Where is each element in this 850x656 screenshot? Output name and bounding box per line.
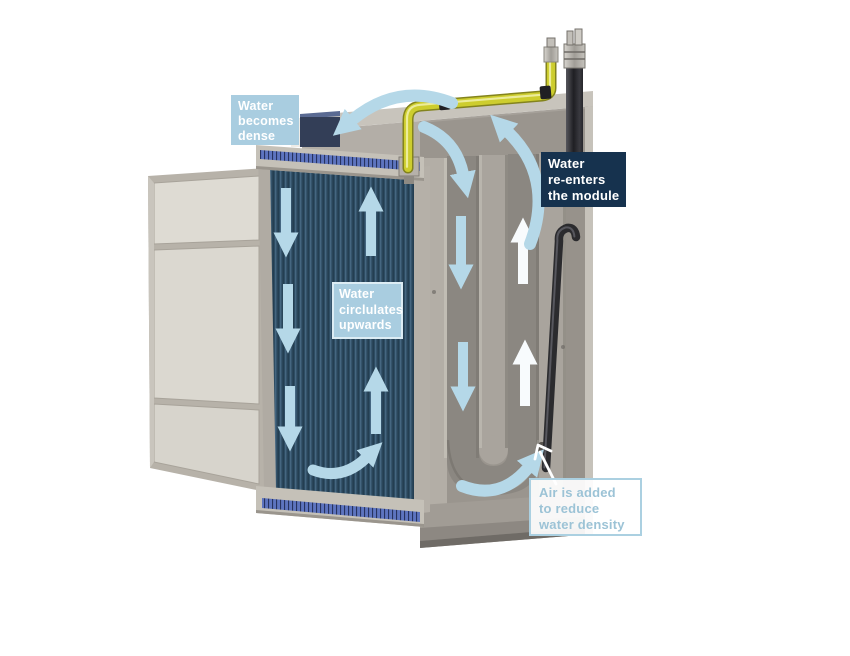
- aerator-strip: [262, 498, 420, 522]
- pipe-clamp: [539, 85, 552, 100]
- label-line: the module: [548, 188, 620, 203]
- label-line: dense: [238, 129, 276, 143]
- outlet-box: [300, 117, 340, 147]
- label-line: Water: [548, 156, 585, 171]
- label-line: Water: [238, 99, 274, 113]
- curved-arrow-icon: [418, 121, 476, 199]
- label-line: becomes: [238, 114, 294, 128]
- label-line: Water: [339, 287, 375, 301]
- air-supply-pipe: [563, 28, 586, 158]
- label-water-re-enters: Water re-enters the module: [541, 152, 626, 207]
- label-line: re-enters: [548, 172, 606, 187]
- air-drop-pipe: [541, 223, 581, 473]
- downcomer-channel: [447, 156, 479, 462]
- label-line: upwards: [339, 318, 392, 332]
- membrane-footer: [256, 486, 424, 527]
- label-air-added: Air is added to reduce water density: [529, 478, 642, 536]
- flow-arrows: [273, 89, 558, 497]
- label-water-circulates: Water circlulates upwards: [332, 282, 403, 339]
- label-line: water density: [539, 517, 625, 532]
- permeate-pipe-yellow: [402, 37, 559, 174]
- label-water-becomes-dense: Water becomes dense: [231, 95, 299, 145]
- pipe-coupling: [563, 43, 586, 69]
- label-line: circlulates: [339, 302, 404, 317]
- label-line: to reduce: [539, 501, 600, 516]
- pipe-connector: [543, 46, 559, 63]
- curved-arrow-icon: [490, 114, 545, 250]
- left-rack-frame: [148, 168, 266, 492]
- curved-arrow-icon: [332, 89, 458, 136]
- label-line: Air is added: [539, 485, 616, 500]
- u-tube-inner-wall: [479, 155, 508, 450]
- curved-arrow-icon: [307, 442, 383, 479]
- membrane-header: [256, 145, 424, 181]
- curved-arrow-icon: [456, 449, 545, 497]
